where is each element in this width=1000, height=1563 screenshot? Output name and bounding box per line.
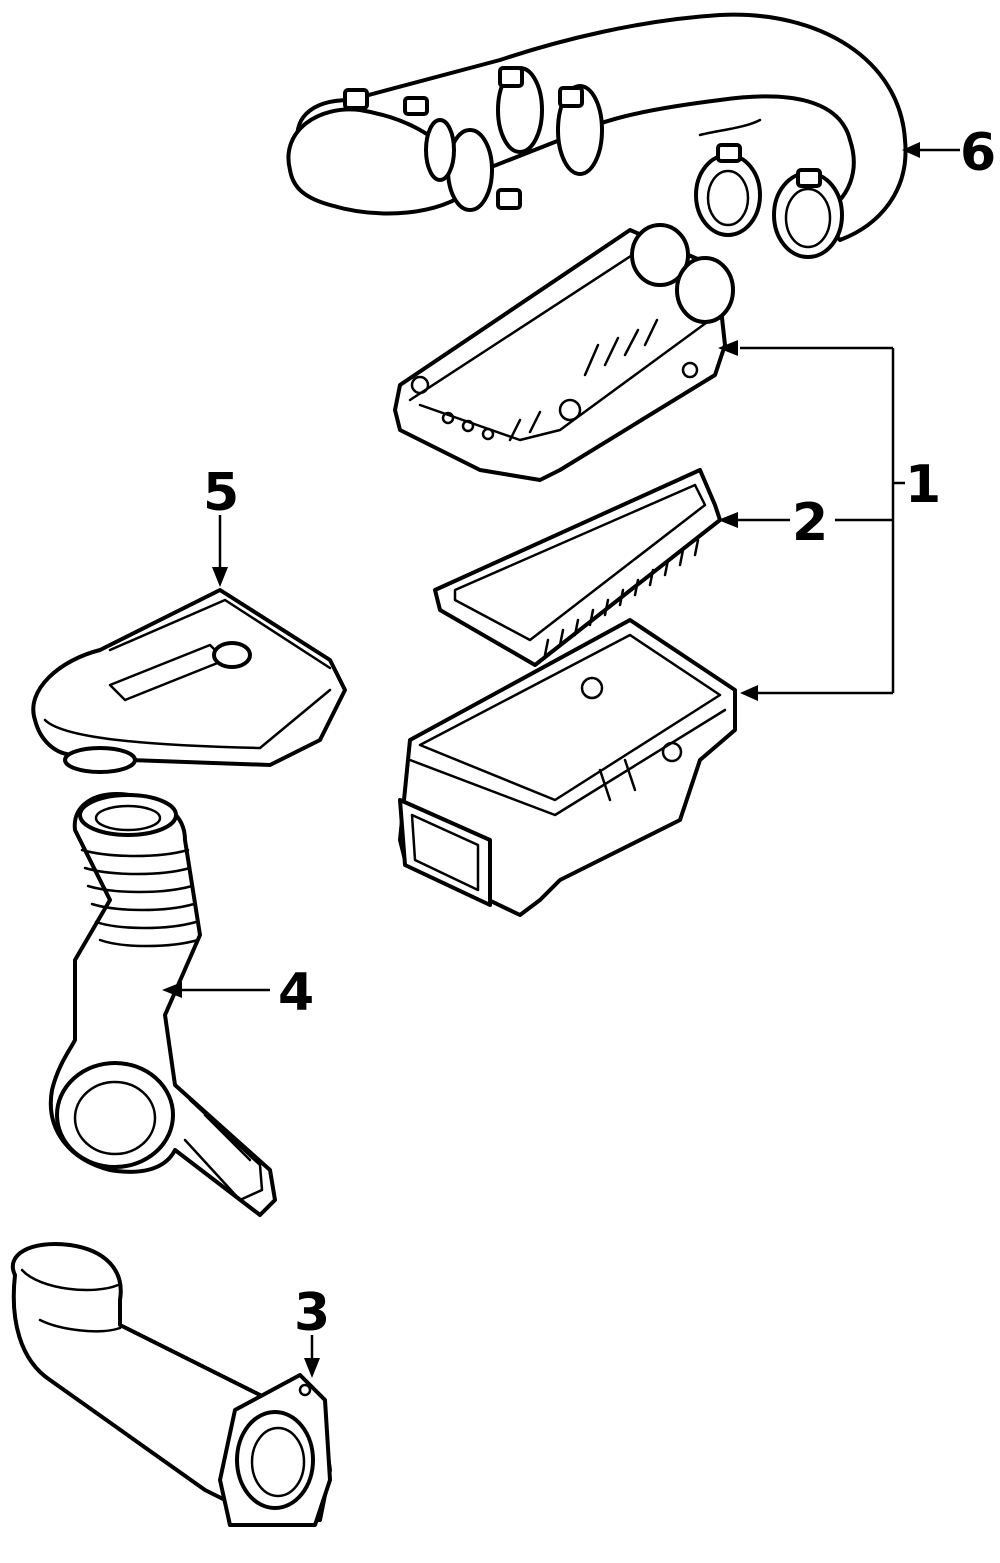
callout-6-label: 6 [960, 123, 996, 183]
intake-duct-part [286, 12, 908, 259]
callout-5-leader [212, 515, 228, 587]
callout-2-leader [718, 512, 893, 528]
intake-tube-part [11, 1242, 332, 1527]
air-cleaner-housing-part [398, 618, 737, 917]
callout-3-label: 3 [294, 1283, 330, 1343]
callout-6-leader [902, 142, 960, 158]
air-filter-part [433, 468, 722, 667]
callout-3-leader [304, 1335, 320, 1378]
callout-5-label: 5 [203, 463, 239, 523]
air-cleaner-cover-part [393, 223, 735, 482]
resonator-part [31, 588, 347, 774]
callout-1-label: 1 [905, 455, 941, 515]
callout-4-label: 4 [278, 963, 314, 1023]
callout-4-leader [162, 982, 270, 998]
inlet-hose-part [48, 792, 277, 1217]
callout-2-label: 2 [792, 493, 828, 553]
